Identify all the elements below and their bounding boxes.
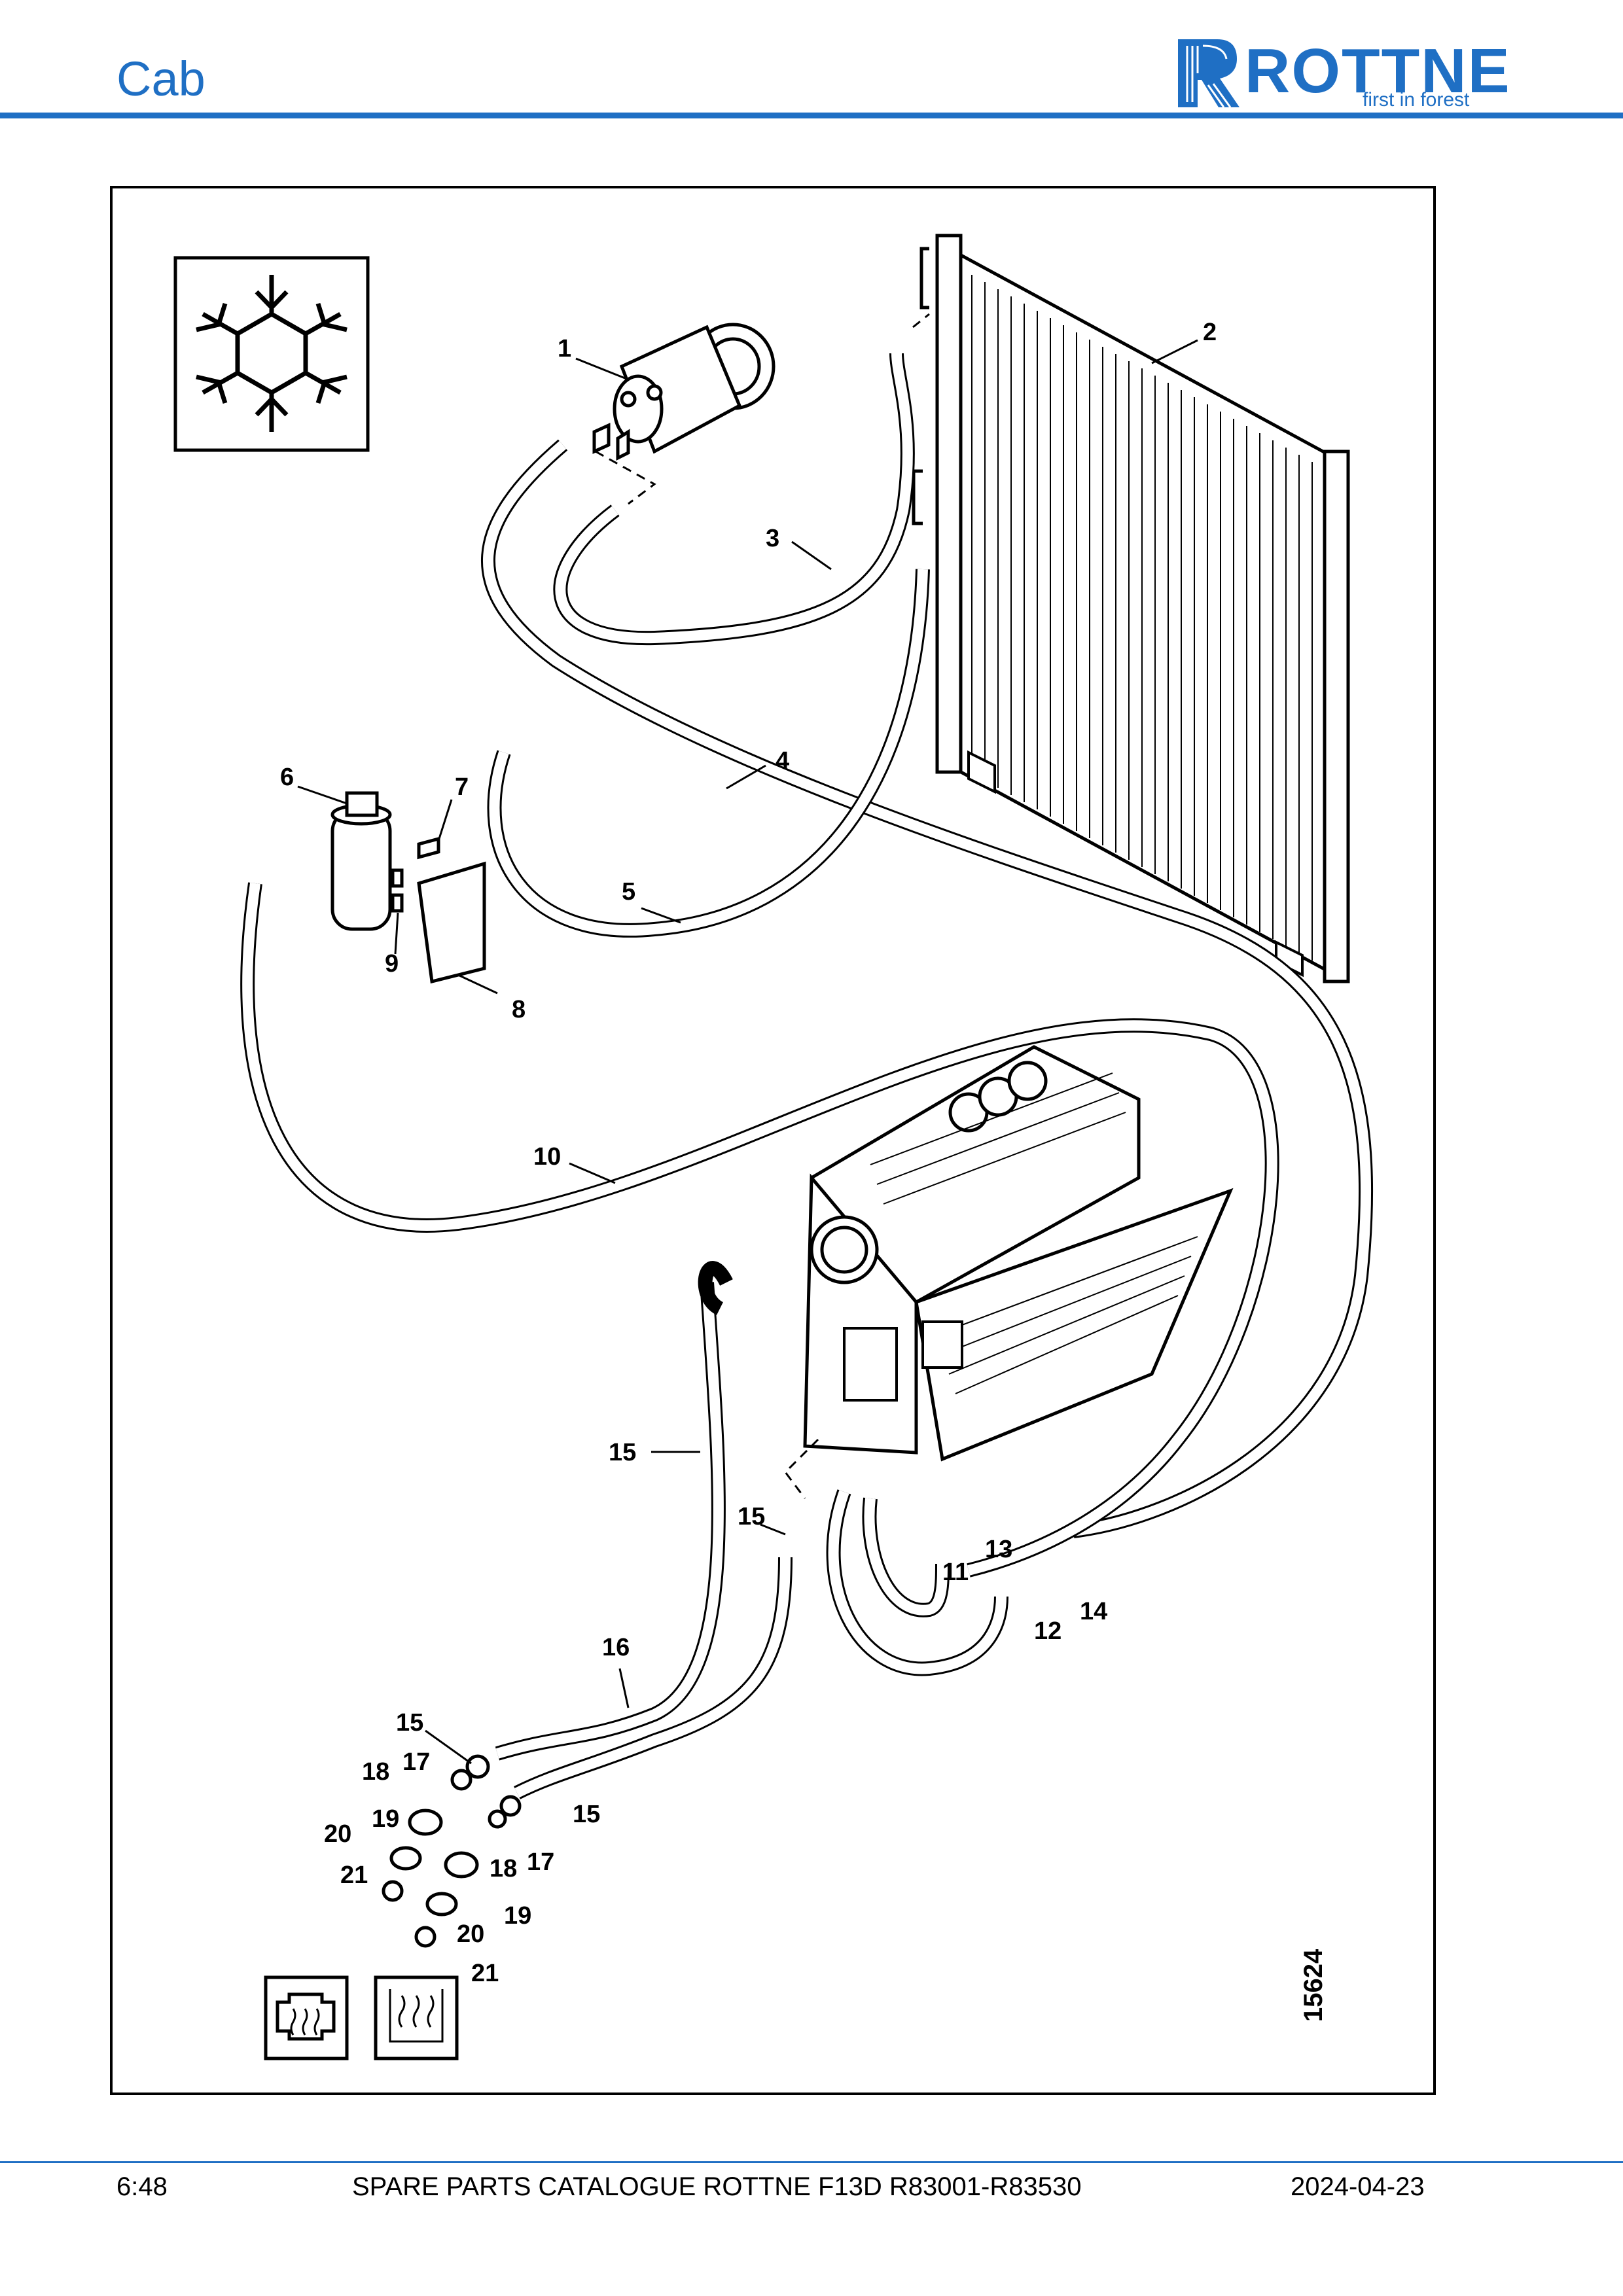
callout-leaders bbox=[297, 339, 1198, 1765]
callout-19b: 19 bbox=[504, 1902, 531, 1930]
figure-number: 15624 bbox=[1299, 1949, 1328, 2022]
callout-20a: 20 bbox=[324, 1820, 351, 1848]
header-divider bbox=[0, 113, 1623, 118]
heater-evaporator-unit bbox=[803, 1045, 1234, 1462]
callout-15a: 15 bbox=[609, 1439, 636, 1466]
callout-11: 11 bbox=[942, 1559, 969, 1586]
footer-divider bbox=[0, 2161, 1623, 2163]
callout-4: 4 bbox=[776, 747, 789, 775]
callout-9: 9 bbox=[385, 950, 399, 978]
rottne-r-emblem-icon bbox=[1178, 39, 1240, 108]
callout-15d: 15 bbox=[573, 1801, 600, 1828]
callout-21b: 21 bbox=[471, 1960, 499, 1987]
callout-6: 6 bbox=[280, 764, 294, 791]
callout-18a: 18 bbox=[362, 1758, 389, 1786]
page-number: 6:48 bbox=[116, 2172, 168, 2201]
callout-19a: 19 bbox=[372, 1805, 399, 1833]
cab-heater-icon bbox=[374, 1975, 459, 2060]
refrigerant-hoses bbox=[240, 353, 1374, 1799]
callout-21a: 21 bbox=[340, 1862, 368, 1889]
rottne-logo: ROTTNE first in forest bbox=[1171, 34, 1512, 111]
callout-1: 1 bbox=[558, 335, 571, 362]
brand-tagline: first in forest bbox=[1363, 89, 1470, 111]
callout-17a: 17 bbox=[402, 1748, 430, 1776]
callout-16: 16 bbox=[602, 1634, 630, 1661]
callout-2: 2 bbox=[1203, 319, 1217, 346]
page-title: Cab bbox=[116, 52, 205, 106]
assembly-dash-lines bbox=[595, 313, 930, 1499]
diagram-frame bbox=[110, 186, 1436, 2095]
callout-15c: 15 bbox=[396, 1709, 423, 1737]
callout-10: 10 bbox=[533, 1143, 561, 1171]
callout-12: 12 bbox=[1034, 1617, 1061, 1645]
callout-3: 3 bbox=[766, 525, 779, 552]
callout-18b: 18 bbox=[490, 1855, 517, 1882]
callout-15b: 15 bbox=[738, 1503, 765, 1530]
callout-8: 8 bbox=[512, 996, 526, 1023]
callout-20b: 20 bbox=[457, 1920, 484, 1948]
snowflake-icon bbox=[173, 256, 370, 452]
engine-coolant-icon bbox=[264, 1975, 349, 2060]
callout-labels: 1 2 3 4 5 6 7 8 9 10 11 12 13 14 15 15 1… bbox=[280, 319, 1328, 2022]
callout-7: 7 bbox=[455, 773, 469, 801]
callout-13: 13 bbox=[985, 1536, 1012, 1563]
brand-name: ROTTNE bbox=[1245, 36, 1511, 106]
compressor bbox=[592, 323, 776, 461]
catalogue-date: 2024-04-23 bbox=[1291, 2172, 1425, 2201]
condenser bbox=[912, 234, 1350, 983]
callout-5: 5 bbox=[622, 878, 635, 906]
coolant-valves bbox=[382, 1754, 522, 1948]
callout-14: 14 bbox=[1080, 1598, 1107, 1625]
callout-17b: 17 bbox=[527, 1848, 554, 1876]
catalogue-title: SPARE PARTS CATALOGUE ROTTNE F13D R83001… bbox=[352, 2172, 1082, 2201]
receiver-drier bbox=[330, 791, 486, 984]
